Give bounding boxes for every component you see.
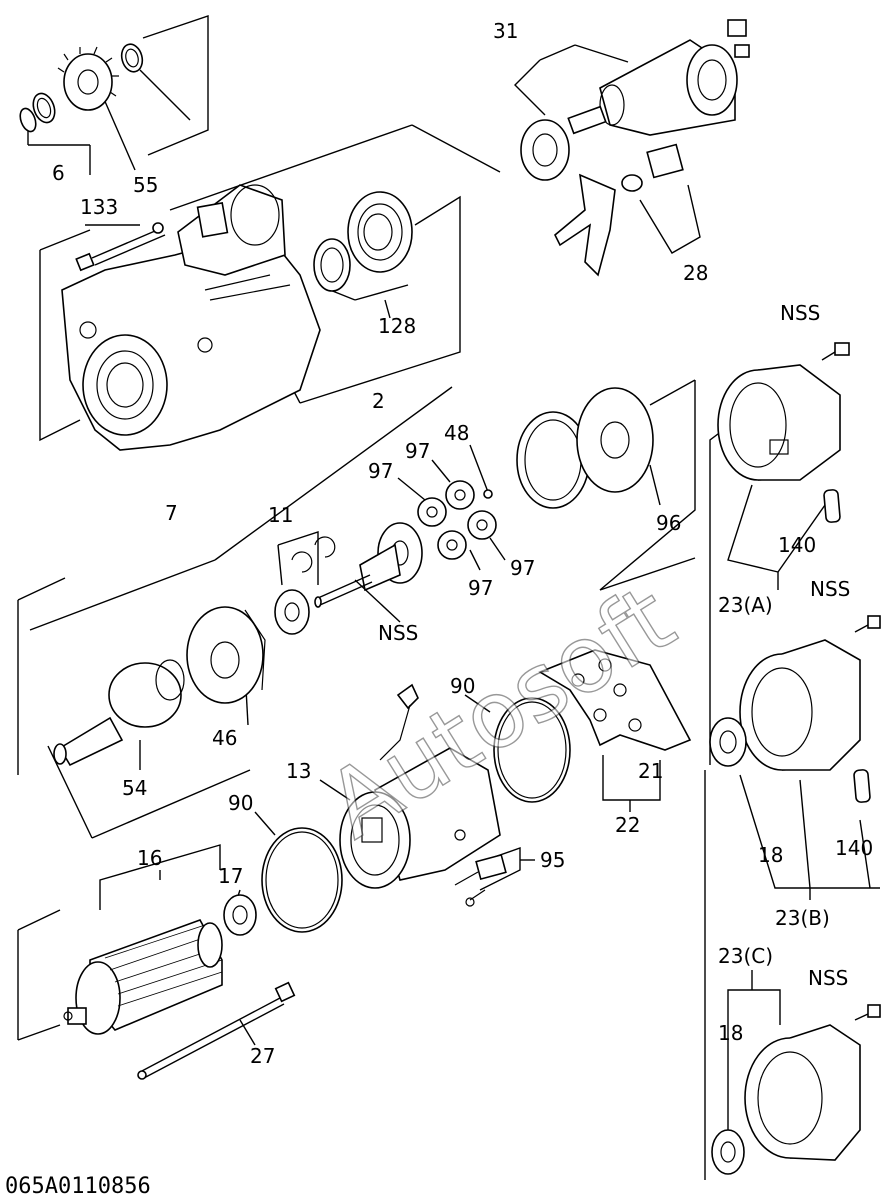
part-oring-90-upper [493,697,571,803]
part-pin-140b [853,769,871,803]
part-snap-rings-6 [19,92,56,133]
label-23a: 23(A) [718,593,773,617]
label-21: 21 [638,759,663,783]
part-shield-23a [717,364,841,481]
label-6: 6 [52,161,65,185]
label-27: 27 [250,1044,275,1068]
callout-labels: 31 6 55 133 28 128 2 NSS 48 97 97 7 11 9… [52,19,873,1068]
label-133: 133 [80,195,118,219]
label-18-b: 18 [718,1021,743,1045]
label-48: 48 [444,421,469,445]
label-nss-3: NSS [810,577,850,601]
part-bearing-17 [223,894,257,936]
part-pinion-gear-55 [57,43,144,111]
part-bolt-133 [75,222,166,272]
part-oring-90-lower [261,827,343,933]
part-terminal-95 [454,853,507,907]
label-128: 128 [378,314,416,338]
label-140-b: 140 [835,836,873,860]
label-31: 31 [493,19,518,43]
part-brush-holder-21 [538,649,692,751]
label-97-a: 97 [405,439,430,463]
part-clutch-54 [53,659,185,767]
part-bearings-128 [313,191,413,292]
part-nss-screw-1 [821,342,850,361]
label-97-c: 97 [510,556,535,580]
label-23b: 23(B) [775,906,830,930]
document-number: 065A0110856 [5,1174,151,1199]
label-18-a: 18 [758,843,783,867]
label-23c: 23(C) [718,944,773,968]
part-internal-gear-46 [186,606,266,704]
part-shaft-assembly [314,522,423,608]
part-gear-housing-2 [61,184,321,451]
label-16: 16 [137,846,162,870]
label-97-b: 97 [368,459,393,483]
part-shield-23b [709,639,861,771]
part-clips-11 [274,536,336,635]
part-gasket-96 [516,387,654,509]
part-nss-screw-2 [854,615,881,633]
label-55: 55 [133,173,158,197]
label-90-upper: 90 [450,674,475,698]
part-planetary-gears-97 [417,480,497,560]
label-96: 96 [656,511,681,535]
label-2: 2 [372,389,385,413]
label-13: 13 [286,759,311,783]
part-pin-140a [823,489,841,523]
label-nss-1: NSS [780,301,820,325]
part-yoke-13 [339,683,501,889]
part-through-bolt-27 [137,981,296,1080]
label-7: 7 [165,501,178,525]
label-97-d: 97 [468,576,493,600]
part-solenoid-31 [520,19,750,181]
label-54: 54 [122,776,147,800]
label-46: 46 [212,726,237,750]
part-armature-16 [63,919,223,1035]
label-17: 17 [218,864,243,888]
label-22: 22 [615,813,640,837]
label-nss-4: NSS [808,966,848,990]
part-nss-screw-3 [854,1004,881,1021]
label-nss-2: NSS [378,621,418,645]
label-95: 95 [540,848,565,872]
part-shield-23c [711,1024,861,1175]
label-140-a: 140 [778,533,816,557]
part-shift-lever-28 [554,143,684,277]
label-11: 11 [268,503,293,527]
label-90-lower: 90 [228,791,253,815]
label-28: 28 [683,261,708,285]
